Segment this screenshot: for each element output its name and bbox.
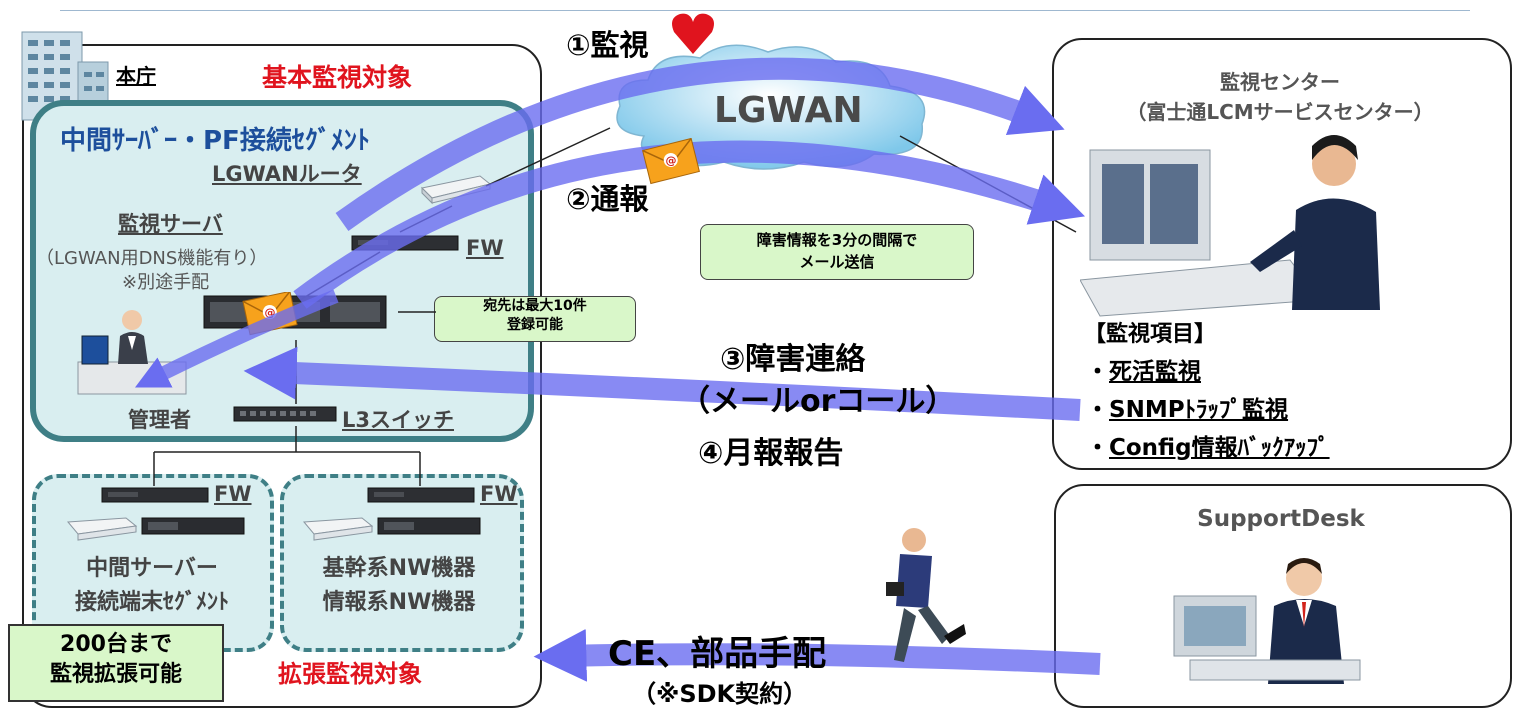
support-desk-title: SupportDesk: [1197, 506, 1365, 532]
item-1: ・死活監視: [1086, 359, 1201, 385]
item-3: ・Config情報ﾊﾞｯｸｱｯﾌﾟ: [1086, 435, 1330, 461]
center-title1: 監視センター: [1220, 70, 1340, 94]
expand-note-box: 200台まで 監視拡張可能: [8, 624, 224, 702]
admin-label: 管理者: [128, 408, 191, 432]
item-1-text: 死活監視: [1109, 359, 1201, 385]
fault-contact-sub-label: （メールorコール）: [680, 384, 956, 419]
l3-switch-label: L3スイッチ: [342, 408, 454, 432]
ext-right-fw-label: FW: [480, 482, 518, 506]
monitor-server-note1: （LGWAN用DNS機能有り）: [36, 248, 268, 269]
ext-box-right: [280, 474, 524, 652]
mail-note-callout: 障害情報を3分の間隔で メール送信: [700, 224, 974, 280]
center-title2: （富士通LCMサービスセンター）: [1126, 100, 1434, 124]
ce-sub-label: （※SDK契約）: [632, 680, 808, 708]
top-divider: [60, 10, 1470, 11]
mail-icon-cloud: @: [642, 138, 700, 185]
monthly-report-label: ④月報報告: [698, 436, 844, 471]
ext-right-label: 基幹系NW機器 情報系NW機器: [322, 556, 476, 615]
monitor-server-label: 監視サーバ: [118, 212, 223, 236]
honcho-label: 本庁: [116, 64, 156, 88]
svg-text:@: @: [666, 154, 677, 167]
monitor-server-note2: ※別途手配: [122, 272, 210, 293]
flow-report-label: ②通報: [566, 182, 649, 216]
segment-title: 中間ｻｰﾊﾞｰ・PF接続ｾｸﾞﾒﾝﾄ: [60, 126, 370, 156]
extended-target-label: 拡張監視対象: [278, 660, 422, 688]
fault-contact-label: ③障害連絡: [720, 342, 866, 377]
ext-right-server-icon: [377, 517, 481, 535]
item-3-text: Config情報ﾊﾞｯｸｱｯﾌﾟ: [1109, 435, 1330, 461]
svg-text:@: @: [265, 306, 276, 319]
item-2: ・SNMPﾄﾗｯﾌﾟ監視: [1086, 397, 1289, 423]
items-header: 【監視項目】: [1084, 322, 1217, 347]
l3-switch-icon: [233, 406, 337, 422]
ext-left-server-icon: [141, 517, 245, 535]
fw-label: FW: [466, 236, 504, 260]
ext-right-fw-icon: [367, 487, 475, 503]
lgwan-label: LGWAN: [714, 90, 863, 131]
support-desk-box: [1054, 484, 1512, 708]
ext-left-fw-icon: [101, 487, 209, 503]
operator-icon: [1080, 135, 1380, 317]
heart-icon: [672, 13, 714, 54]
ext-box-left: [32, 474, 274, 652]
building-icon: [21, 31, 109, 121]
item-2-text: SNMPﾄﾗｯﾌﾟ監視: [1109, 397, 1289, 423]
support-person-icon: [1173, 558, 1361, 684]
dest-note-callout: 宛先は最大10件 登録可能: [434, 296, 636, 342]
ce-label: CE、部品手配: [608, 634, 827, 674]
basic-target-label: 基本監視対象: [262, 63, 413, 92]
ext-right-router-icon: [302, 517, 374, 541]
flow-monitor-label: ①監視: [566, 28, 649, 62]
ext-left-router-icon: [66, 517, 138, 541]
running-man-icon: [886, 528, 966, 662]
ext-left-fw-label: FW: [214, 482, 252, 506]
admin-person-icon: [77, 310, 187, 395]
ext-left-label: 中間サーバー 接続端末ｾｸﾞﾒﾝﾄ: [74, 556, 229, 615]
router-label: LGWANルータ: [212, 162, 362, 186]
